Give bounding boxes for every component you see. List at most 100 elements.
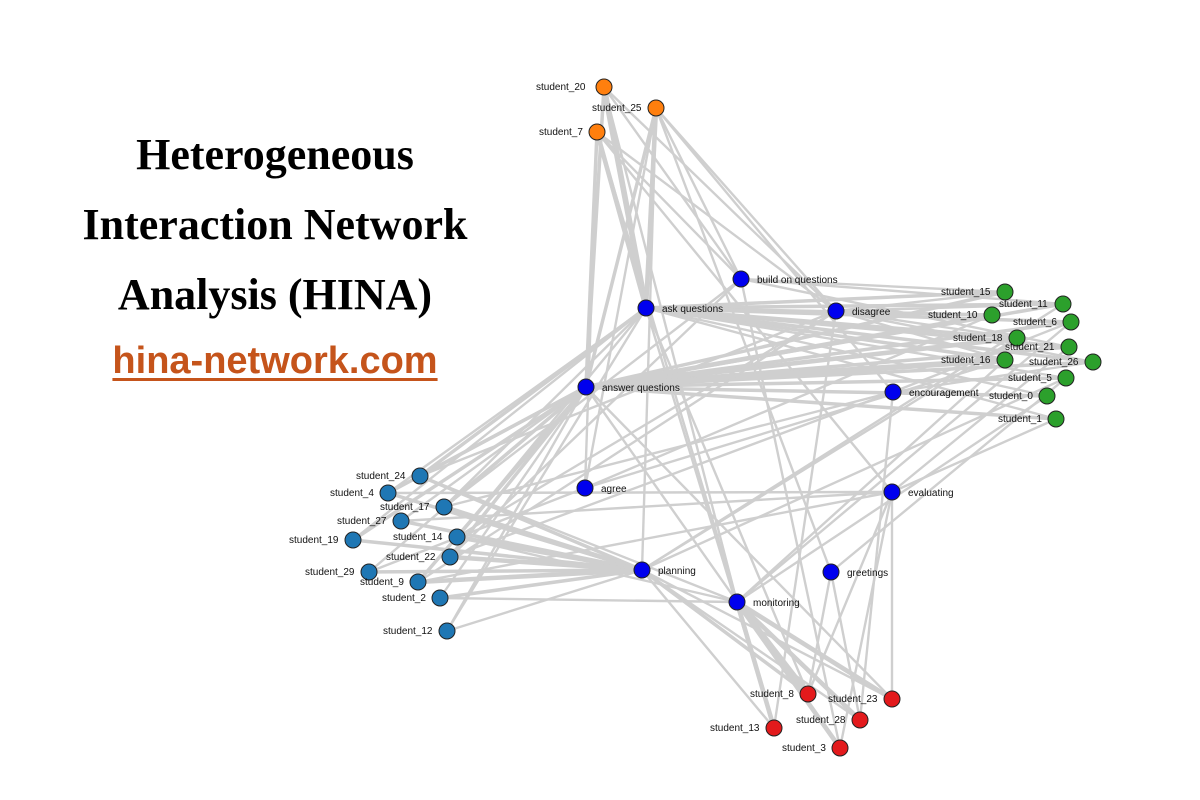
node-greetings[interactable]: greetings (822, 563, 888, 581)
node-student-25[interactable]: student_25 (592, 99, 665, 117)
node-marker-evaluating[interactable] (883, 483, 901, 501)
node-marker-student-27[interactable] (392, 512, 410, 530)
edge-student-23-monitoring (734, 599, 895, 702)
node-student-8[interactable]: student_8 (750, 685, 817, 703)
node-marker-student-24[interactable] (411, 467, 429, 485)
node-student-14[interactable]: student_14 (393, 528, 466, 546)
node-marker-student-4[interactable] (379, 484, 397, 502)
node-marker-student-25[interactable] (647, 99, 665, 117)
node-label-student-15: student_15 (941, 287, 991, 298)
node-marker-student-20[interactable] (595, 78, 613, 96)
node-student-19[interactable]: student_19 (289, 531, 362, 549)
node-marker-student-8[interactable] (799, 685, 817, 703)
node-marker-monitoring[interactable] (728, 593, 746, 611)
node-student-1[interactable]: student_1 (998, 410, 1065, 428)
edge-student-26-disagree (834, 309, 1095, 364)
node-marker-student-6[interactable] (1062, 313, 1080, 331)
node-encouragement[interactable]: encouragement (884, 383, 979, 401)
node-marker-student-12[interactable] (438, 622, 456, 640)
node-student-13[interactable]: student_13 (710, 719, 783, 737)
node-marker-student-1[interactable] (1047, 410, 1065, 428)
node-student-26[interactable]: student_26 (1029, 353, 1102, 371)
node-label-student-6: student_6 (1013, 317, 1057, 328)
node-marker-student-16[interactable] (996, 351, 1014, 369)
edge-student-28-encouragement (858, 390, 895, 722)
node-marker-student-14[interactable] (448, 528, 466, 546)
node-student-12[interactable]: student_12 (383, 622, 456, 640)
node-marker-student-0[interactable] (1038, 387, 1056, 405)
node-student-2[interactable]: student_2 (382, 589, 449, 607)
node-label-ask-questions: ask questions (662, 304, 723, 315)
node-marker-student-9[interactable] (409, 573, 427, 591)
node-build-on-questions[interactable]: build on questions (732, 270, 838, 288)
node-student-24[interactable]: student_24 (356, 467, 429, 485)
node-marker-planning[interactable] (633, 561, 651, 579)
node-student-22[interactable]: student_22 (386, 548, 459, 566)
node-disagree[interactable]: disagree (827, 302, 891, 320)
edge-student-20-monitoring (602, 85, 739, 604)
node-marker-student-15[interactable] (996, 283, 1014, 301)
node-marker-student-18[interactable] (1008, 329, 1026, 347)
node-marker-greetings[interactable] (822, 563, 840, 581)
node-student-3[interactable]: student_3 (782, 739, 849, 757)
node-monitoring[interactable]: monitoring (728, 593, 800, 611)
edge-student-22-build-on-questions (448, 277, 743, 559)
node-marker-student-28[interactable] (851, 711, 869, 729)
node-marker-student-21[interactable] (1060, 338, 1078, 356)
node-marker-student-17[interactable] (435, 498, 453, 516)
node-marker-student-7[interactable] (588, 123, 606, 141)
node-student-21[interactable]: student_21 (1005, 338, 1078, 356)
node-agree[interactable]: agree (576, 479, 627, 497)
node-student-28[interactable]: student_28 (796, 711, 869, 729)
node-marker-student-5[interactable] (1057, 369, 1075, 387)
node-student-23[interactable]: student_23 (828, 690, 901, 708)
node-label-student-7: student_7 (539, 127, 583, 138)
edge-student-11-ask-questions (644, 302, 1065, 310)
node-planning[interactable]: planning (633, 561, 696, 579)
node-marker-encouragement[interactable] (884, 383, 902, 401)
node-marker-student-3[interactable] (831, 739, 849, 757)
node-marker-student-11[interactable] (1054, 295, 1072, 313)
edge-student-2-answer-questions (438, 385, 588, 600)
node-student-17[interactable]: student_17 (380, 498, 453, 516)
node-student-11[interactable]: student_11 (999, 295, 1072, 313)
edge-student-28-greetings (829, 570, 862, 722)
node-evaluating[interactable]: evaluating (883, 483, 954, 501)
node-student-27[interactable]: student_27 (337, 512, 410, 530)
node-student-6[interactable]: student_6 (1013, 313, 1080, 331)
node-marker-student-2[interactable] (431, 589, 449, 607)
node-marker-student-22[interactable] (441, 548, 459, 566)
node-marker-build-on-questions[interactable] (732, 270, 750, 288)
node-ask-questions[interactable]: ask questions (637, 299, 723, 317)
node-marker-student-26[interactable] (1084, 353, 1102, 371)
node-marker-student-29[interactable] (360, 563, 378, 581)
node-label-student-8: student_8 (750, 689, 794, 700)
node-marker-ask-questions[interactable] (637, 299, 655, 317)
node-student-4[interactable]: student_4 (330, 484, 397, 502)
edge-student-28-monitoring (734, 599, 863, 723)
node-marker-disagree[interactable] (827, 302, 845, 320)
edge-student-24-monitoring (418, 474, 739, 604)
edge-student-18-answer-questions (583, 335, 1020, 390)
node-student-20[interactable]: student_20 (536, 78, 613, 96)
node-student-18[interactable]: student_18 (953, 329, 1026, 347)
node-student-0[interactable]: student_0 (989, 387, 1056, 405)
node-student-15[interactable]: student_15 (941, 283, 1014, 301)
node-answer-questions[interactable]: answer questions (577, 378, 680, 396)
node-student-9[interactable]: student_9 (360, 573, 427, 591)
node-student-10[interactable]: student_10 (928, 306, 1001, 324)
node-student-5[interactable]: student_5 (1008, 369, 1075, 387)
website-link[interactable]: hina-network.com (112, 340, 438, 382)
node-student-29[interactable]: student_29 (305, 563, 378, 581)
node-marker-agree[interactable] (576, 479, 594, 497)
node-student-7[interactable]: student_7 (539, 123, 606, 141)
node-marker-student-13[interactable] (765, 719, 783, 737)
node-label-student-4: student_4 (330, 488, 374, 499)
node-marker-student-23[interactable] (883, 690, 901, 708)
node-student-16[interactable]: student_16 (941, 351, 1014, 369)
node-marker-student-19[interactable] (344, 531, 362, 549)
node-label-student-3: student_3 (782, 743, 826, 754)
node-marker-answer-questions[interactable] (577, 378, 595, 396)
node-marker-student-10[interactable] (983, 306, 1001, 324)
node-label-student-21: student_21 (1005, 342, 1055, 353)
